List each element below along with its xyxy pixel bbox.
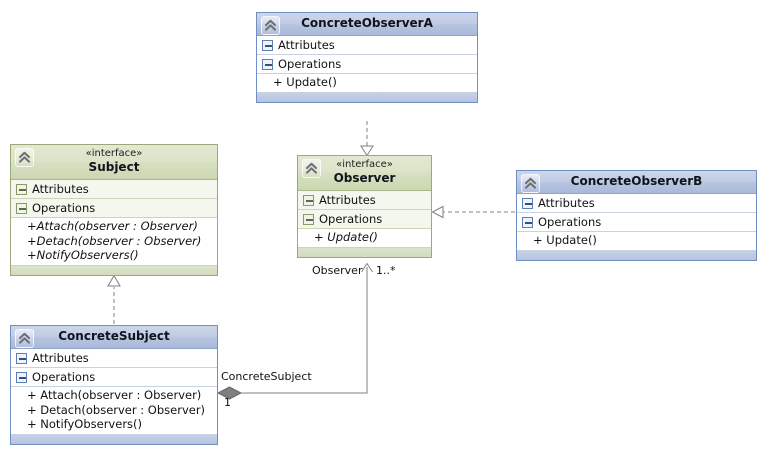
compartment-attributes[interactable]: Attributes [11, 349, 217, 368]
double-chevron-up-icon [261, 16, 280, 35]
compartment-label: Operations [32, 370, 96, 384]
operation-item: +Detach(observer : Observer) [27, 233, 202, 248]
class-footer [11, 264, 217, 275]
double-chevron-up-icon [521, 174, 540, 193]
association-arrowhead [361, 262, 373, 273]
class-stereotype: «interface» [85, 148, 143, 159]
collapse-minus-icon[interactable] [522, 197, 533, 209]
edge-concrete-observer-a-to-observer [360, 121, 374, 157]
class-name: ConcreteObserverB [570, 174, 703, 188]
compartment-operations[interactable]: Operations [11, 368, 217, 387]
compartment-attributes[interactable]: Attributes [257, 36, 477, 55]
compartment-attributes[interactable]: Attributes [298, 191, 431, 210]
class-name: ConcreteSubject [58, 329, 170, 343]
compartment-attributes[interactable]: Attributes [517, 194, 756, 213]
compartment-label: Operations [32, 201, 96, 215]
operation-item: +Attach(observer : Observer) [27, 219, 198, 233]
collapse-minus-icon[interactable] [303, 213, 314, 225]
compartment-label: Operations [538, 215, 602, 229]
class-footer [298, 246, 431, 257]
double-chevron-up-icon [302, 159, 321, 178]
collapse-minus-icon[interactable] [16, 183, 27, 195]
compartment-operations[interactable]: Operations [517, 213, 756, 232]
edge-concrete-subject-to-subject [107, 274, 121, 324]
class-name: ConcreteObserverA [301, 16, 433, 30]
compartment-label: Operations [319, 212, 383, 226]
compartment-operations[interactable]: Operations [11, 199, 217, 218]
collapse-minus-icon[interactable] [262, 58, 273, 70]
class-stereotype: «interface» [336, 159, 393, 170]
compartment-operations[interactable]: Operations [298, 210, 431, 229]
class-box-concrete-subject[interactable]: ConcreteSubject Attributes Operations + … [10, 325, 218, 445]
compartment-label: Attributes [32, 351, 89, 365]
collapse-minus-icon[interactable] [16, 371, 27, 383]
operation-item: + Update() [314, 230, 378, 244]
class-name: Observer [333, 171, 396, 185]
collapse-minus-icon[interactable] [16, 202, 27, 214]
operation-item: + Attach(observer : Observer) [27, 388, 202, 402]
collapse-minus-icon[interactable] [262, 39, 273, 51]
edge-label-observer-role: Observer [312, 264, 363, 277]
compartment-label: Attributes [319, 193, 376, 207]
class-header: ConcreteObserverA [257, 13, 477, 36]
class-footer [517, 249, 756, 260]
class-name: Subject [88, 160, 140, 174]
edge-label-observer-multiplicity: 1..* [376, 264, 396, 277]
compartment-label: Attributes [32, 182, 89, 196]
collapse-minus-icon[interactable] [303, 194, 314, 206]
compartment-label: Attributes [538, 196, 595, 210]
double-chevron-up-icon [15, 148, 34, 167]
operations-list: + Update() [517, 232, 756, 250]
operation-item: + Detach(observer : Observer) [27, 402, 206, 417]
operations-list: +Attach(observer : Observer) +Detach(obs… [11, 218, 217, 265]
class-box-concrete-observer-b[interactable]: ConcreteObserverB Attributes Operations … [516, 170, 757, 261]
compartment-attributes[interactable]: Attributes [11, 180, 217, 199]
compartment-label: Attributes [278, 38, 335, 52]
operation-item: +NotifyObservers() [27, 248, 139, 262]
class-header: «interface» Observer [298, 156, 431, 191]
operation-item: + Update() [533, 233, 597, 247]
operations-list: + Update() [298, 229, 431, 247]
collapse-minus-icon[interactable] [16, 352, 27, 364]
compartment-label: Operations [278, 57, 342, 71]
edge-label-concrete-subject-role: ConcreteSubject [221, 370, 312, 383]
class-footer [257, 91, 477, 102]
class-box-observer[interactable]: «interface» Observer Attributes Operatio… [297, 155, 432, 258]
double-chevron-up-icon [15, 329, 34, 348]
operation-item: + NotifyObservers() [27, 417, 143, 431]
class-box-concrete-observer-a[interactable]: ConcreteObserverA Attributes Operations … [256, 12, 478, 103]
operations-list: + Attach(observer : Observer) + Detach(o… [11, 387, 217, 434]
edge-concrete-observer-b-to-observer [431, 205, 515, 219]
operations-list: + Update() [257, 74, 477, 92]
class-footer [11, 433, 217, 444]
edge-label-concrete-subject-multiplicity: 1 [224, 396, 231, 409]
class-header: ConcreteObserverB [517, 171, 756, 194]
class-header: ConcreteSubject [11, 326, 217, 349]
compartment-operations[interactable]: Operations [257, 55, 477, 74]
collapse-minus-icon[interactable] [522, 216, 533, 228]
operation-item: + Update() [273, 75, 337, 89]
class-box-subject[interactable]: «interface» Subject Attributes Operation… [10, 144, 218, 276]
class-header: «interface» Subject [11, 145, 217, 180]
